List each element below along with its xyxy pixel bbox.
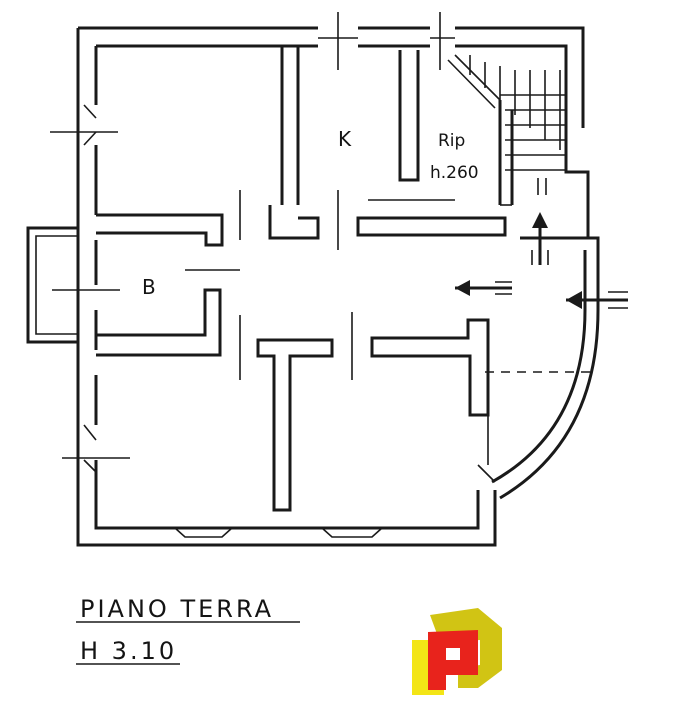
bathroom-label: B [142, 275, 156, 299]
entrance-arrow [566, 291, 628, 309]
side-entry-arrow [531, 212, 549, 265]
curved-veranda [477, 236, 600, 500]
storage-height-label: h.260 [430, 163, 479, 183]
left-window-marks [50, 104, 130, 473]
logo-icon [412, 608, 502, 695]
staircase [447, 54, 590, 238]
interior-arrow [455, 280, 512, 296]
floor-title: PIANO TERRA [80, 595, 274, 623]
balcony [26, 226, 78, 344]
top-openings [318, 12, 455, 70]
interior-walls [96, 46, 507, 512]
storage-label: Rip [438, 131, 465, 151]
height-title: H 3.10 [80, 637, 177, 665]
outer-walls [76, 26, 585, 547]
kitchen-label: K [338, 127, 352, 151]
